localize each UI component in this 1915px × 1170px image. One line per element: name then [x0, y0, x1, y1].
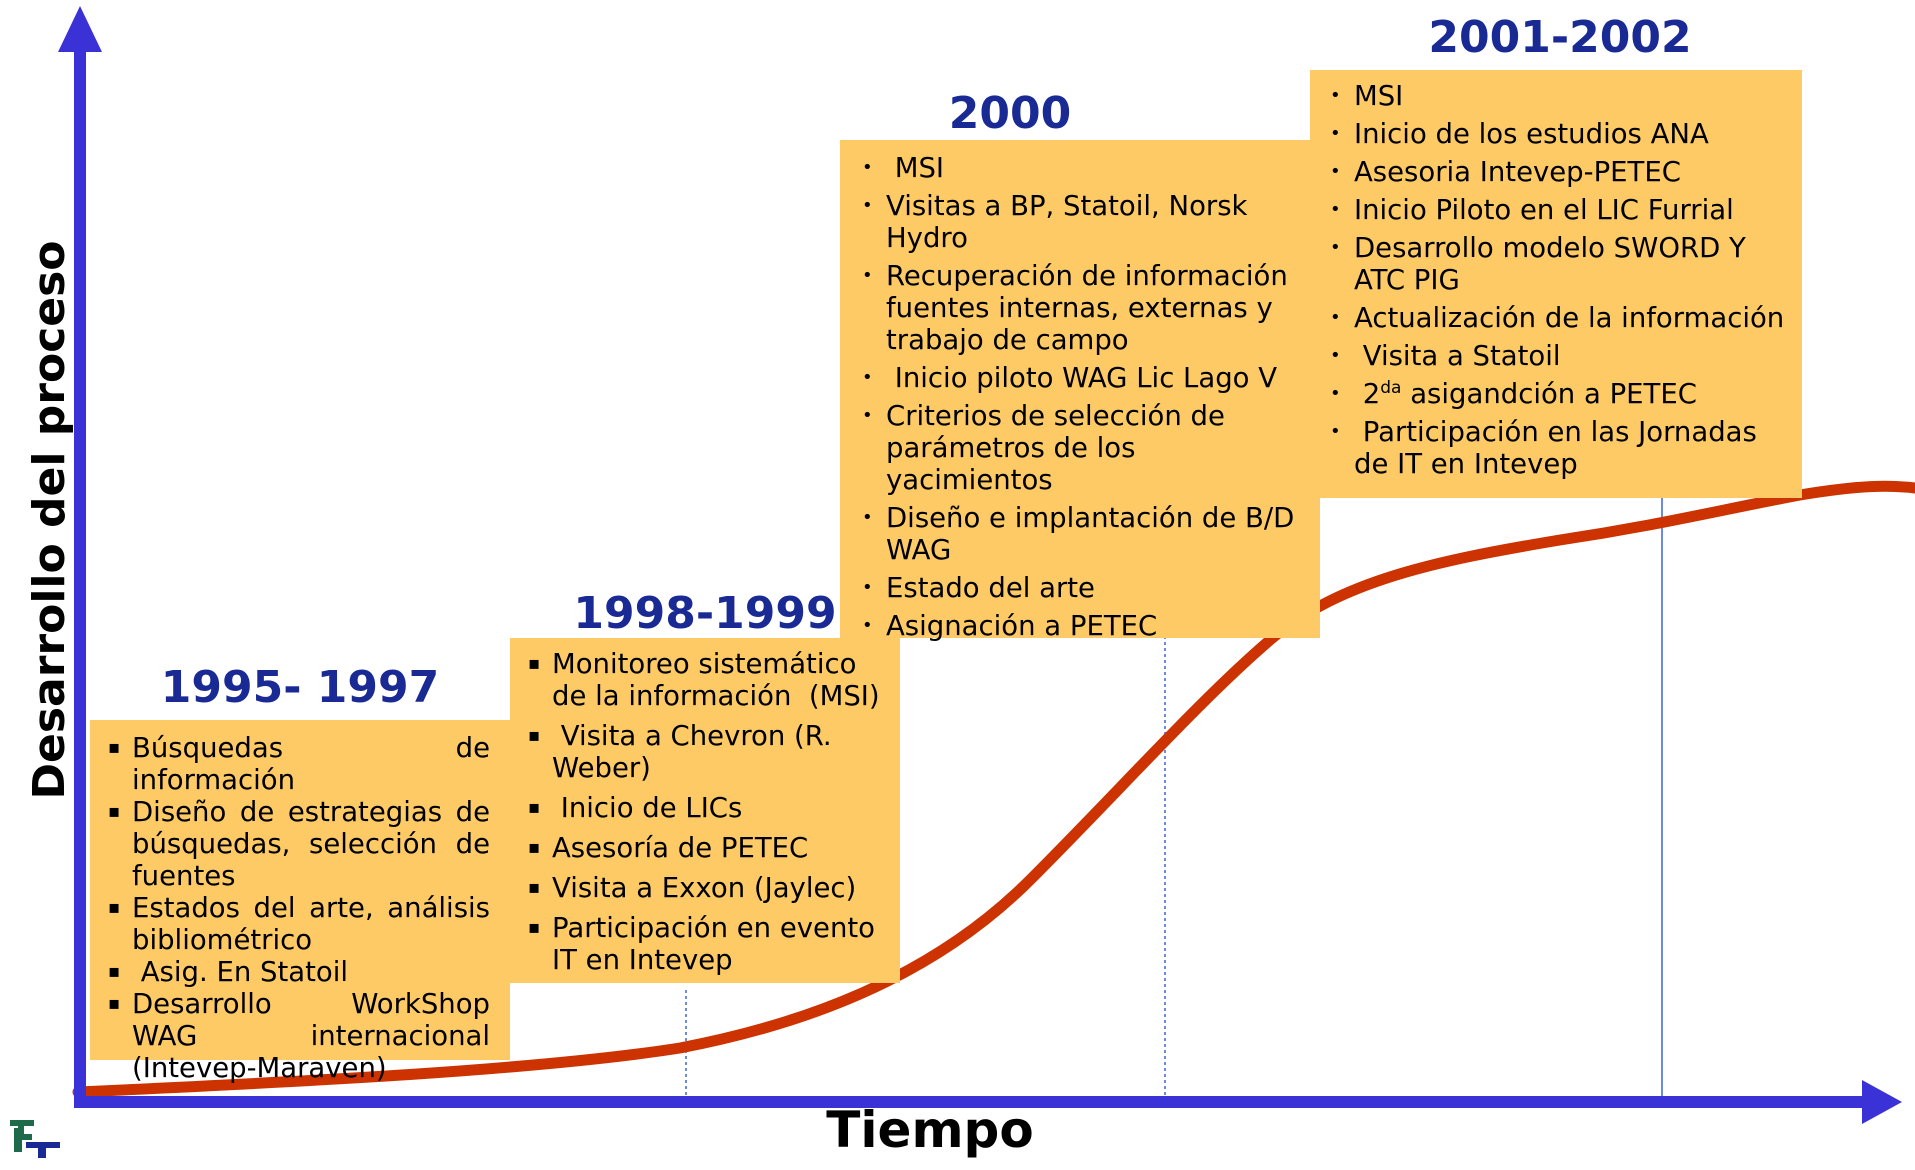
dot-bullet-icon: • [862, 195, 873, 216]
y-axis-arrowhead [58, 6, 102, 52]
list-item: • 2da asigandción a PETEC [1330, 377, 1697, 410]
list-item: •Inicio de los estudios ANA [1330, 118, 1709, 150]
list-item: ▪Asesoría de PETEC [528, 832, 809, 864]
dot-bullet-icon: • [862, 265, 873, 286]
period-box-1998: ▪Monitoreo sistemático de la información… [510, 638, 900, 983]
list-item: ▪ Inicio de LICs [528, 792, 743, 824]
square-bullet-icon: ▪ [528, 797, 541, 818]
dot-bullet-icon: • [862, 507, 873, 528]
list-item: •Criterios de selección de parámetros de… [862, 400, 1225, 496]
period-list-1995: ▪Búsquedas de información ▪Diseño de est… [108, 732, 490, 1084]
square-bullet-icon: ▪ [528, 917, 541, 938]
dot-bullet-icon: • [862, 405, 873, 426]
square-bullet-icon: ▪ [108, 993, 121, 1014]
list-item: •Estado del arte [862, 572, 1095, 604]
growth-curve [72, 480, 1915, 1098]
dot-bullet-icon: • [1330, 199, 1341, 220]
dot-bullet-icon: • [1330, 161, 1341, 182]
list-item: • MSI [862, 152, 945, 184]
list-item: ▪ Visita a Chevron (R. Weber) [528, 720, 841, 784]
square-bullet-icon: ▪ [108, 801, 121, 822]
dot-bullet-icon: • [1330, 307, 1341, 328]
period-list-1998: ▪Monitoreo sistemático de la información… [528, 648, 886, 976]
list-item: • Participación en las Jornadas de IT en… [1330, 416, 1766, 480]
square-bullet-icon: ▪ [528, 653, 541, 674]
x-axis-arrowhead [1862, 1080, 1902, 1124]
dot-bullet-icon: • [1330, 123, 1341, 144]
period-box-2000: • MSI •Visitas a BP, Statoil, Norsk Hydr… [840, 140, 1320, 642]
square-bullet-icon: ▪ [528, 877, 541, 898]
period-title-2000: 2000 [948, 88, 1072, 139]
list-item: •Asesoria Intevep-PETEC [1330, 156, 1681, 188]
list-item: •Inicio Piloto en el LIC Furrial [1330, 194, 1734, 226]
dot-bullet-icon: • [1330, 85, 1341, 106]
period-title-1995: 1995- 1997 [160, 662, 440, 713]
list-item: •Desarrollo modelo SWORD Y ATC PIG [1330, 232, 1746, 296]
list-item: ▪Visita a Exxon (Jaylec) [528, 872, 857, 904]
dot-bullet-icon: • [862, 157, 873, 178]
y-axis-label: Desarrollo del proceso [24, 240, 75, 800]
list-item: •Asignación a PETEC [862, 610, 1158, 642]
list-item: • Inicio piloto WAG Lic Lago V [862, 362, 1278, 394]
list-item: ▪Monitoreo sistemático de la información… [528, 648, 880, 712]
list-item: •Diseño e implantación de B/D WAG [862, 502, 1295, 566]
period-list-2001: •MSI •Inicio de los estudios ANA •Asesor… [1330, 80, 1790, 480]
dot-bullet-icon: • [862, 367, 873, 388]
list-item: •Actualización de la información [1330, 302, 1785, 334]
square-bullet-icon: ▪ [108, 737, 121, 758]
square-bullet-icon: ▪ [108, 961, 121, 982]
dot-bullet-icon: • [862, 615, 873, 636]
square-bullet-icon: ▪ [108, 897, 121, 918]
list-item: ▪Estados del arte, análisis bibliométric… [108, 892, 490, 956]
list-item: ▪Participación en evento IT en Intevep [528, 912, 875, 976]
dot-bullet-icon: • [1330, 383, 1341, 404]
period-box-2001: •MSI •Inicio de los estudios ANA •Asesor… [1310, 70, 1802, 498]
period-box-1995: ▪Búsquedas de información ▪Diseño de est… [90, 720, 510, 1084]
square-bullet-icon: ▪ [528, 725, 541, 746]
x-axis-label: Tiempo [826, 1101, 1034, 1159]
period-list-2000: • MSI •Visitas a BP, Statoil, Norsk Hydr… [862, 152, 1306, 642]
dot-bullet-icon: • [1330, 421, 1341, 442]
list-item: ▪Búsquedas de información [108, 732, 490, 796]
list-item: •Visitas a BP, Statoil, Norsk Hydro [862, 190, 1248, 254]
list-item: •Recuperación de información fuentes int… [862, 260, 1288, 356]
company-logo-icon [10, 1120, 60, 1158]
dot-bullet-icon: • [1330, 345, 1341, 366]
list-item: ▪Desarrollo WorkShop WAG internacional (… [108, 988, 490, 1084]
period-title-1998: 1998-1999 [573, 588, 837, 639]
list-item: ▪Diseño de estrategias de búsquedas, sel… [108, 796, 490, 892]
period-title-2001: 2001-2002 [1428, 12, 1692, 63]
square-bullet-icon: ▪ [528, 837, 541, 858]
list-item: • Visita a Statoil [1330, 340, 1561, 372]
list-item: ▪ Asig. En Statoil [108, 956, 348, 988]
list-item: •MSI [1330, 80, 1404, 112]
dot-bullet-icon: • [1330, 237, 1341, 258]
dot-bullet-icon: • [862, 577, 873, 598]
